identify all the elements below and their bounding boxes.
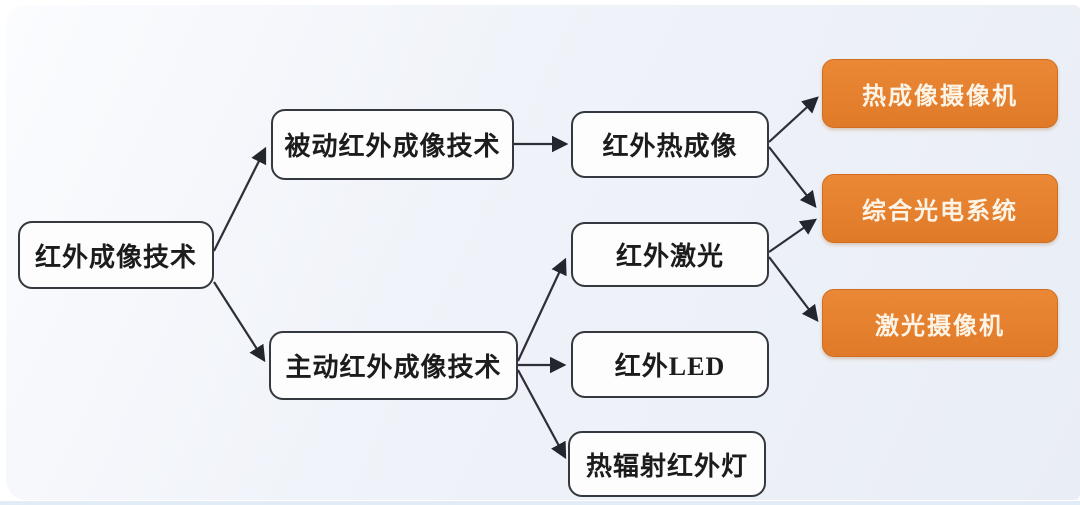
- node-heat-radiation-infrared-lamp: 热辐射红外灯: [568, 431, 766, 497]
- node-laser-camera: 激光摄像机: [822, 289, 1058, 357]
- node-infrared-laser: 红外激光: [571, 222, 769, 287]
- node-active-infrared-imaging: 主动红外成像技术: [269, 331, 518, 400]
- node-integrated-optoelectronic-system: 综合光电系统: [822, 174, 1058, 243]
- node-infrared-led: 红外LED: [571, 331, 769, 398]
- node-infrared-thermal-imaging: 红外热成像: [571, 111, 769, 178]
- node-passive-infrared-imaging: 被动红外成像技术: [271, 109, 514, 180]
- bottom-edge-strip: [0, 501, 1080, 505]
- node-thermal-imaging-camera: 热成像摄像机: [822, 59, 1058, 128]
- node-infrared-imaging-technology: 红外成像技术: [18, 221, 214, 289]
